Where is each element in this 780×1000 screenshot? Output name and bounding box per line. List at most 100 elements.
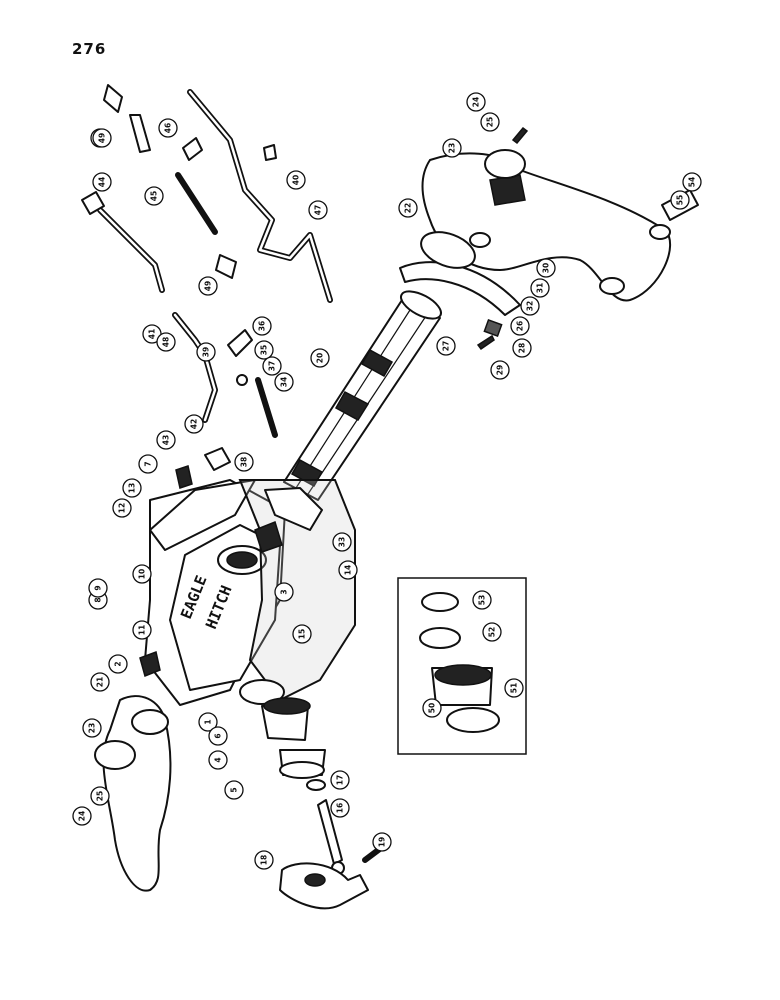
bolt-29 — [476, 334, 495, 351]
callout-label: 50 — [428, 703, 437, 713]
callout-c25a: 25 — [480, 112, 500, 132]
left-lift-arm — [94, 650, 172, 892]
callout-label: 41 — [148, 329, 157, 339]
rock-shaft — [283, 290, 442, 501]
callout-c47: 47 — [308, 200, 328, 220]
callout-label: 23 — [448, 143, 457, 153]
callout-c37: 37 — [262, 356, 282, 376]
callout-label: 19 — [378, 837, 387, 847]
callout-label: 5 — [230, 787, 239, 792]
callout-label: 15 — [298, 629, 307, 639]
valve-3 — [254, 521, 283, 553]
callout-c15: 15 — [292, 624, 312, 644]
callout-label: 24 — [78, 811, 87, 821]
housing-cover-plate — [149, 479, 256, 551]
plug-7 — [175, 465, 193, 489]
callout-c1: 1 — [198, 712, 218, 732]
callout-label: 24 — [472, 97, 481, 107]
callout-c44: 44 — [92, 172, 112, 192]
hydraulic-lines — [81, 84, 333, 303]
callout-label: 48 — [162, 337, 171, 347]
callout-c24b: 24 — [72, 806, 92, 826]
callout-label: 4 — [214, 757, 223, 762]
o-ring-17 — [306, 779, 326, 791]
callout-c55: 55 — [670, 190, 690, 210]
callout-c22: 22 — [398, 198, 418, 218]
end-cap-right — [484, 149, 526, 179]
callout-label: 17 — [336, 775, 345, 785]
callout-c32: 32 — [520, 296, 540, 316]
callout-c35: 35 — [254, 340, 274, 360]
callout-label: 31 — [536, 283, 545, 293]
callout-label: 53 — [478, 595, 487, 605]
callout-label: 11 — [138, 625, 147, 635]
callout-label: 46 — [164, 123, 173, 133]
callout-label: 3 — [280, 589, 289, 594]
callout-label: 26 — [516, 321, 525, 331]
callout-c23a: 23 — [442, 138, 462, 158]
callout-c23b: 23 — [82, 718, 102, 738]
callout-c7: 7 — [138, 454, 158, 474]
callout-label: 23 — [88, 723, 97, 733]
callout-c20: 20 — [310, 348, 330, 368]
callout-c17: 17 — [330, 770, 350, 790]
callout-c41: 41 — [142, 324, 162, 344]
bolt-24 — [511, 126, 529, 145]
callout-label: 10 — [138, 569, 147, 579]
callout-label: 36 — [258, 321, 267, 331]
callout-c3: 3 — [274, 582, 294, 602]
callout-c11: 11 — [132, 620, 152, 640]
callout-c49a: 49 — [92, 128, 112, 148]
callout-c6: 6 — [208, 726, 228, 746]
callout-c13: 13 — [122, 478, 142, 498]
callout-label: 55 — [676, 195, 685, 205]
callout-c38: 38 — [234, 452, 254, 472]
callout-label: 40 — [292, 175, 301, 185]
callout-label: 52 — [488, 627, 497, 637]
callout-c2: 2 — [108, 654, 128, 674]
callout-c26: 26 — [510, 316, 530, 336]
callout-c21: 21 — [90, 672, 110, 692]
callout-c53: 53 — [472, 590, 492, 610]
callout-label: 9 — [94, 585, 103, 590]
callout-c50: 50 — [422, 698, 442, 718]
cylinder-assembly — [239, 679, 326, 779]
callout-label: 29 — [496, 365, 505, 375]
bracket-33 — [264, 487, 323, 531]
callout-label: 43 — [162, 435, 171, 445]
callout-label: 14 — [344, 565, 353, 575]
callout-c25b: 25 — [90, 786, 110, 806]
callout-label: 27 — [442, 341, 451, 351]
callout-label: 21 — [96, 677, 105, 687]
callout-label: 44 — [98, 177, 107, 187]
callout-label: 6 — [214, 733, 223, 738]
callout-c5: 5 — [224, 780, 244, 800]
callout-c31: 31 — [530, 278, 550, 298]
callout-label: 25 — [486, 117, 495, 127]
callout-c29: 29 — [490, 360, 510, 380]
pin-16 — [317, 799, 343, 865]
callout-c27: 27 — [436, 336, 456, 356]
callout-c24a: 24 — [466, 92, 486, 112]
callout-label: 28 — [518, 343, 527, 353]
callout-label: 38 — [240, 457, 249, 467]
callout-label: 1 — [204, 719, 213, 724]
callout-label: 7 — [144, 461, 153, 466]
callout-label: 35 — [260, 345, 269, 355]
callout-label: 12 — [118, 503, 127, 513]
callout-c45: 45 — [144, 186, 164, 206]
callout-label: 30 — [542, 263, 551, 273]
callout-c33: 33 — [332, 532, 352, 552]
callout-c40: 40 — [286, 170, 306, 190]
callout-c10: 10 — [132, 564, 152, 584]
callout-label: 47 — [314, 205, 323, 215]
callout-c9: 9 — [88, 578, 108, 598]
callout-c18: 18 — [254, 850, 274, 870]
callout-c51: 51 — [504, 678, 524, 698]
callout-label: 42 — [190, 419, 199, 429]
callout-c43a: 43 — [156, 430, 176, 450]
callout-c46: 46 — [158, 118, 178, 138]
callout-c36: 36 — [252, 316, 272, 336]
callout-c34: 34 — [274, 372, 294, 392]
